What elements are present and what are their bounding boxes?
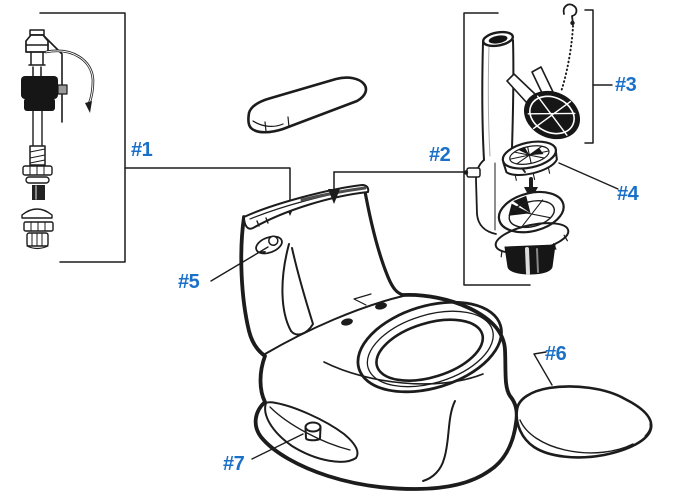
tank-lid-drawing — [247, 76, 368, 134]
chain-hook-icon — [562, 3, 578, 25]
part-label-4[interactable]: #4 — [617, 183, 639, 205]
part4-leader — [558, 162, 619, 190]
valve-seal-drawing — [501, 140, 558, 181]
float-cup — [21, 76, 58, 99]
part2-bracket — [333, 12, 531, 286]
down-arrow-icon — [328, 171, 340, 204]
fill-valve-drawing — [21, 29, 95, 250]
bolt-cap-drawing — [304, 421, 322, 442]
part5-leader — [210, 246, 269, 282]
flapper-drawing — [506, 3, 581, 140]
seat-bolt-hole — [341, 318, 353, 326]
part-label-3[interactable]: #3 — [615, 74, 637, 96]
chain — [560, 25, 574, 93]
part-label-2[interactable]: #2 — [429, 144, 451, 166]
flush-valve-drawing — [463, 30, 570, 275]
bowl-rim — [356, 300, 503, 394]
seat-bolt-hole — [375, 302, 387, 310]
trip-lever-drawing — [255, 235, 283, 255]
part-label-7[interactable]: #7 — [223, 453, 245, 475]
part-label-6[interactable]: #6 — [545, 343, 567, 365]
part7-leader — [251, 433, 304, 460]
seat-lid-drawing — [515, 385, 653, 459]
toilet-body-drawing — [239, 171, 519, 491]
part6-leader — [533, 351, 553, 386]
part-label-5[interactable]: #5 — [178, 271, 200, 293]
part-label-1[interactable]: #1 — [131, 139, 153, 161]
part3-bracket — [584, 9, 613, 144]
